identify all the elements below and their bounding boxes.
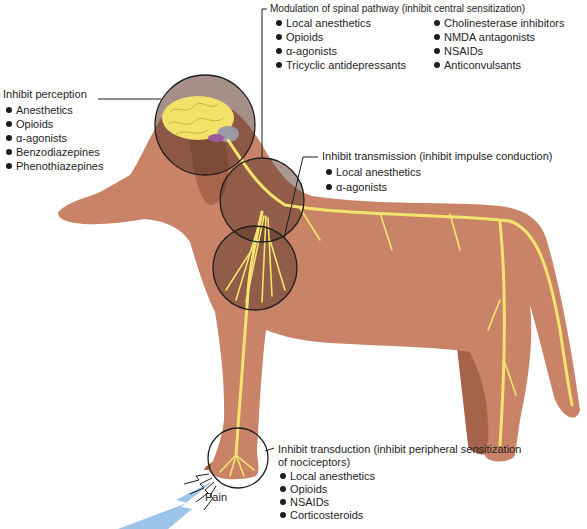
bullet-dot [280,473,286,479]
drug-item-row: Opioids [276,31,323,44]
bullet-dot [276,20,282,26]
group-heading: Inhibit perception [3,88,87,101]
nerves [228,140,572,455]
drug-item-row: Cholinesterase inhibitors [434,17,564,30]
bullet-dot [280,499,286,505]
drug-item: Opioids [290,483,327,495]
drug-item: Anesthetics [16,104,73,116]
bullet-dot [434,48,440,54]
drug-item: Opioids [16,118,53,130]
drug-item: Phenothiazepines [16,160,103,172]
drug-item: Opioids [286,31,323,43]
group-heading: Modulation of spinal pathway (inhibit ce… [270,2,525,15]
brain-gyri [168,103,224,134]
drug-item-row: Local anesthetics [276,17,371,30]
bullet-dot [276,62,282,68]
drug-item-row: NMDA antagonists [434,31,535,44]
drug-item-row: Local anesthetics [326,166,421,179]
leader-lines [98,9,318,451]
drug-item-row: Local anesthetics [280,470,375,483]
drug-item: NMDA antagonists [444,31,535,43]
drug-item-row: Anticonvulsants [434,59,521,72]
drug-item-row: Phenothiazepines [6,160,103,173]
bullet-dot [276,48,282,54]
bullet-dot [326,169,332,175]
focus-circles [155,75,304,488]
nerve-branches [220,208,516,476]
drug-item-row: Opioids [6,118,53,131]
drug-item-row: NSAIDs [434,45,483,58]
brainstem [208,134,224,142]
drug-item: α-agonists [16,132,67,144]
dog-body [58,99,580,480]
drug-item: Cholinesterase inhibitors [444,17,564,29]
drug-item: α-agonists [336,181,387,193]
bullet-dot [6,163,12,169]
drug-item-row: NSAIDs [280,496,329,509]
bullet-dot [6,121,12,127]
bullet-dot [280,512,286,518]
drug-item-row: α-agonists [326,181,387,194]
head-circle-fill [155,75,255,175]
drug-item: Corticosteroids [290,509,363,521]
drug-item-row: Opioids [280,483,327,496]
drug-item: Benzodiazepines [16,146,100,158]
drug-item-row: Anesthetics [6,104,73,117]
drug-item: NSAIDs [444,45,483,57]
drug-item-row: α-agonists [6,132,67,145]
drug-item: Anticonvulsants [444,59,521,71]
pain-label: Pain [205,491,227,504]
group-heading: Inhibit transduction (inhibit peripheral… [278,443,528,469]
drug-item: NSAIDs [290,496,329,508]
pain-bolt [118,481,213,529]
bullet-dot [434,34,440,40]
bullet-dot [276,34,282,40]
bullet-dot [6,107,12,113]
drug-item: α-agonists [286,45,337,57]
bullet-dot [6,135,12,141]
bullet-dot [434,20,440,26]
bullet-dot [6,149,12,155]
drug-item-row: Tricyclic antidepressants [276,59,406,72]
drug-item-row: Corticosteroids [280,509,363,522]
bullet-dot [326,184,332,190]
drug-item: Local anesthetics [286,17,371,29]
bullet-dot [434,62,440,68]
group-heading: Inhibit transmission (inhibit impulse co… [322,150,553,163]
drug-item-row: Benzodiazepines [6,146,100,159]
drug-item: Local anesthetics [290,470,375,482]
drug-item: Local anesthetics [336,166,421,178]
drug-item-row: α-agonists [276,45,337,58]
drug-item: Tricyclic antidepressants [286,59,406,71]
bullet-dot [280,486,286,492]
